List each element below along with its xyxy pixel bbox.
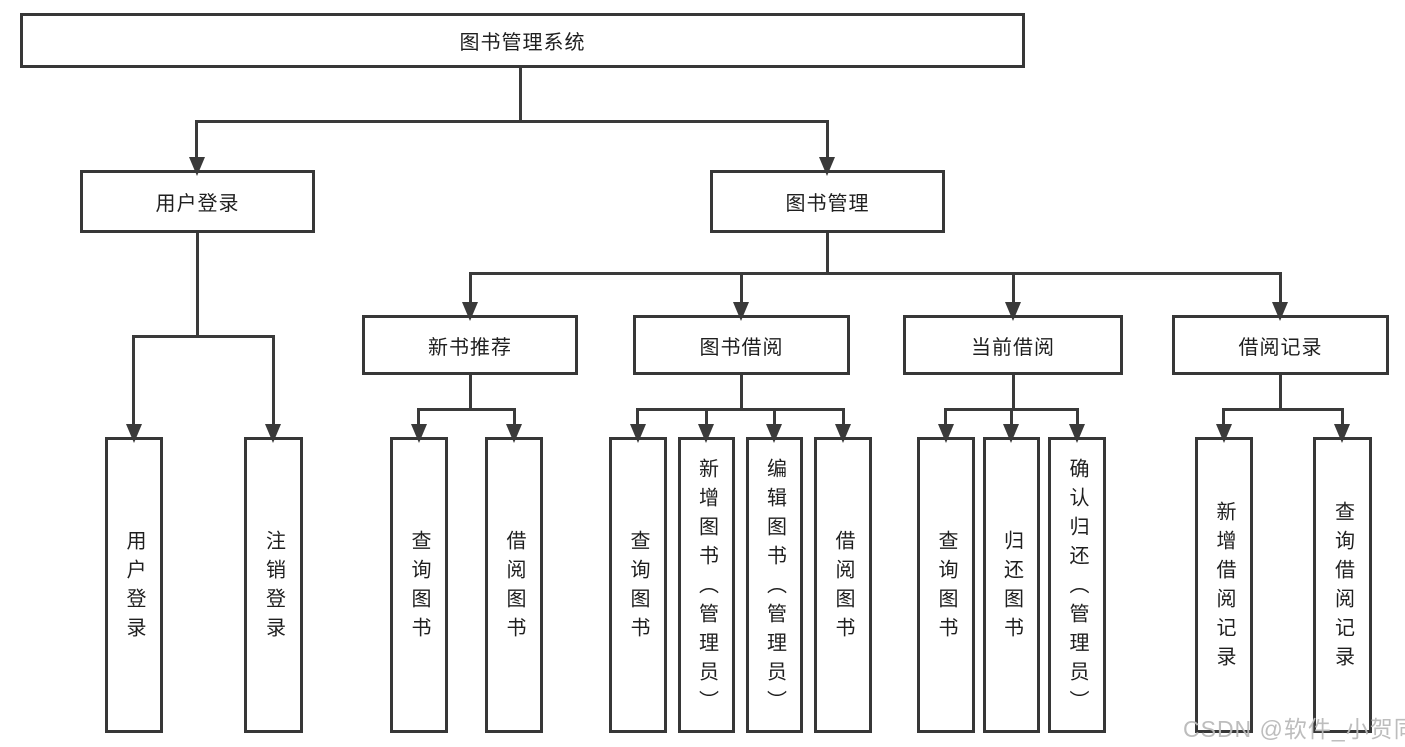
connector-line (740, 375, 743, 411)
connector-line (1341, 408, 1344, 427)
node-book-borrow: 图书借阅 (633, 315, 850, 375)
node-book-management: 图书管理 (710, 170, 945, 233)
connector-line (195, 120, 198, 160)
arrow-down-icon (462, 302, 478, 321)
leaf-add-books-admin: 新增图书（管理员） (678, 437, 735, 733)
connector-line (1223, 408, 1344, 411)
connector-line (1012, 375, 1015, 411)
connector-line (705, 408, 708, 427)
leaf-edit-books-admin: 编辑图书（管理员） (746, 437, 803, 733)
connector-line (133, 335, 275, 338)
connector-line (636, 408, 639, 427)
leaf-borrow-books-recommend: 借阅图书 (485, 437, 543, 733)
leaf-confirm-return-admin: 确认归还（管理员） (1048, 437, 1106, 733)
leaf-query-books-borrow: 查询图书 (609, 437, 667, 733)
leaf-borrow-books: 借阅图书 (814, 437, 872, 733)
connector-line (418, 408, 516, 411)
arrow-down-icon (1003, 424, 1019, 443)
arrow-down-icon (630, 424, 646, 443)
arrow-down-icon (938, 424, 954, 443)
connector-line (469, 272, 1282, 275)
arrow-down-icon (265, 424, 281, 443)
node-current-borrow: 当前借阅 (903, 315, 1123, 375)
arrow-down-icon (506, 424, 522, 443)
leaf-query-books-recommend: 查询图书 (390, 437, 448, 733)
connector-line (826, 120, 829, 160)
connector-line (637, 408, 845, 411)
connector-line (773, 408, 776, 427)
node-root: 图书管理系统 (20, 13, 1025, 68)
connector-line (944, 408, 947, 427)
connector-line (513, 408, 516, 427)
connector-line (1076, 408, 1079, 427)
arrow-down-icon (1272, 302, 1288, 321)
arrow-down-icon (766, 424, 782, 443)
connector-line (417, 408, 420, 427)
connector-line (1279, 272, 1282, 305)
arrow-down-icon (733, 302, 749, 321)
leaf-return-books: 归还图书 (983, 437, 1040, 733)
connector-line (469, 272, 472, 305)
arrow-down-icon (1069, 424, 1085, 443)
connector-line (196, 120, 829, 123)
connector-line (1279, 375, 1282, 411)
arrow-down-icon (189, 157, 205, 176)
connector-line (842, 408, 845, 427)
arrow-down-icon (1216, 424, 1232, 443)
leaf-add-borrow-record: 新增借阅记录 (1195, 437, 1253, 733)
arrow-down-icon (126, 424, 142, 443)
connector-line (740, 272, 743, 305)
arrow-down-icon (1334, 424, 1350, 443)
leaf-query-books-current: 查询图书 (917, 437, 975, 733)
node-new-book-recommend: 新书推荐 (362, 315, 578, 375)
arrow-down-icon (698, 424, 714, 443)
connector-line (826, 233, 829, 275)
connector-line (1012, 272, 1015, 305)
arrow-down-icon (1005, 302, 1021, 321)
arrow-down-icon (835, 424, 851, 443)
leaf-user-login: 用户登录 (105, 437, 163, 733)
connector-line (1010, 408, 1013, 427)
connector-line (1222, 408, 1225, 427)
node-user-login: 用户登录 (80, 170, 315, 233)
leaf-logout: 注销登录 (244, 437, 303, 733)
csdn-watermark: CSDN @软件_小贺同学 (1183, 716, 1405, 742)
connector-line (469, 375, 472, 411)
connector-line (519, 68, 522, 122)
arrow-down-icon (411, 424, 427, 443)
connector-line (196, 233, 199, 338)
connector-line (132, 335, 135, 425)
node-borrow-records: 借阅记录 (1172, 315, 1389, 375)
leaf-query-borrow-record: 查询借阅记录 (1313, 437, 1372, 733)
arrow-down-icon (819, 157, 835, 176)
connector-line (272, 335, 275, 425)
